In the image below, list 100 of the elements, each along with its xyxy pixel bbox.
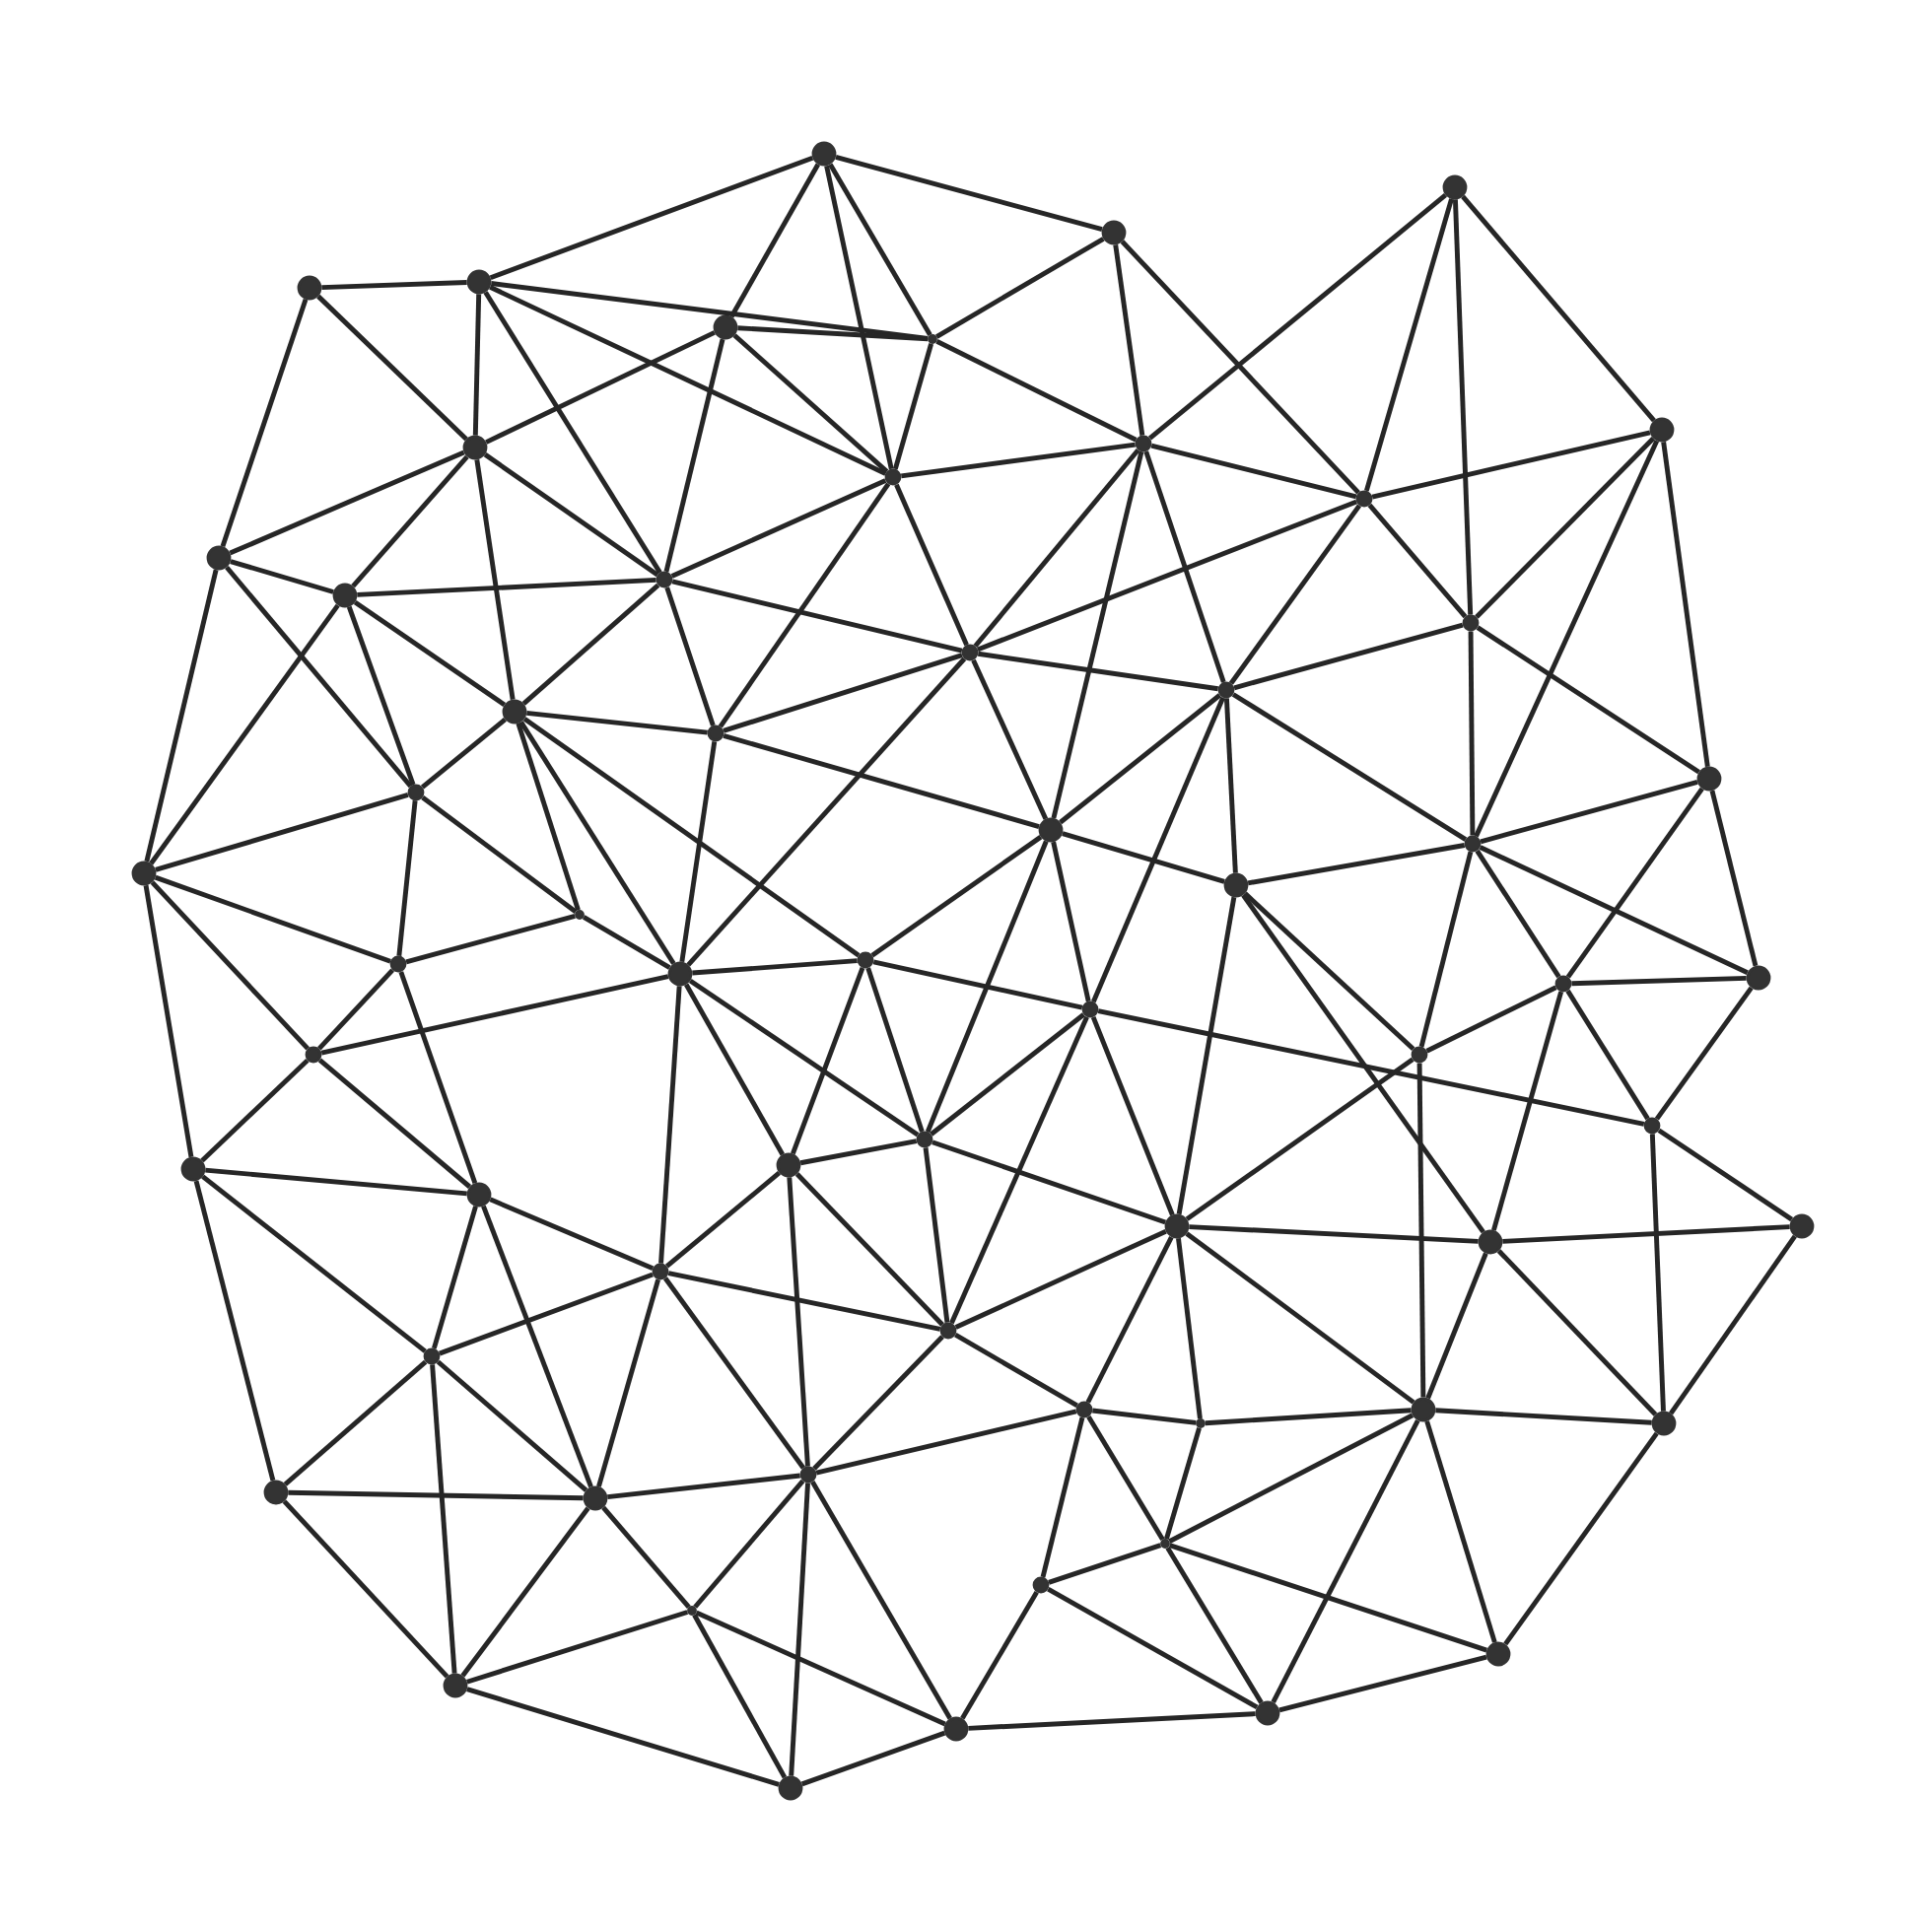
dot <box>776 1152 801 1178</box>
dot <box>1478 1229 1503 1255</box>
line <box>815 1409 1077 1476</box>
line <box>149 603 340 865</box>
line <box>229 449 465 556</box>
line <box>193 1180 276 1482</box>
line <box>1565 989 1650 1121</box>
dot <box>1696 766 1722 792</box>
line <box>1709 790 1759 967</box>
line <box>155 793 409 872</box>
dot <box>1075 1401 1093 1418</box>
line <box>684 983 785 1156</box>
line <box>1097 1008 1645 1127</box>
line <box>810 1481 952 1720</box>
line <box>420 717 507 790</box>
line <box>1475 437 1655 619</box>
line <box>596 1278 661 1487</box>
line <box>1468 631 1476 836</box>
line <box>205 1167 467 1197</box>
line <box>282 1499 449 1679</box>
dot <box>713 314 738 340</box>
dot <box>1442 174 1468 200</box>
dot <box>305 1046 322 1064</box>
line <box>954 1228 1167 1330</box>
dot <box>1355 490 1373 508</box>
line <box>1418 851 1474 1048</box>
line <box>481 1205 593 1488</box>
dot <box>1462 614 1480 632</box>
dot <box>131 861 157 886</box>
line <box>466 1610 689 1685</box>
line <box>977 651 1219 692</box>
line <box>1176 896 1237 1215</box>
line <box>1480 779 1698 845</box>
line <box>791 967 865 1155</box>
line <box>521 583 660 706</box>
line <box>220 299 309 547</box>
dot <box>811 141 837 167</box>
line <box>489 1197 655 1271</box>
line <box>1092 1408 1197 1425</box>
line <box>663 338 725 573</box>
dot <box>1217 681 1235 699</box>
line <box>1425 1252 1488 1400</box>
dot <box>462 435 488 460</box>
line <box>351 454 469 588</box>
dot <box>1164 1213 1190 1239</box>
line <box>1479 845 1749 975</box>
line <box>692 958 858 976</box>
line <box>872 959 1083 1010</box>
line <box>1476 625 1700 775</box>
line <box>1048 1543 1162 1585</box>
line <box>671 579 963 654</box>
line <box>1496 1249 1658 1416</box>
line <box>201 1174 427 1353</box>
dot <box>1746 965 1771 991</box>
line <box>432 1206 478 1349</box>
line <box>1565 787 1704 979</box>
line <box>737 325 929 342</box>
line <box>935 338 1138 443</box>
line <box>901 442 1136 479</box>
line <box>316 294 468 442</box>
line <box>688 978 920 1138</box>
line <box>824 165 894 470</box>
dot <box>778 1775 803 1801</box>
dot <box>407 784 425 801</box>
line <box>1091 696 1225 1003</box>
line <box>317 1058 472 1189</box>
line <box>288 1489 584 1501</box>
line <box>1165 1546 1264 1704</box>
line <box>718 482 891 728</box>
line <box>430 1364 457 1674</box>
line <box>692 1614 788 1779</box>
line <box>954 1333 1078 1408</box>
line <box>976 499 1358 653</box>
line <box>489 156 814 280</box>
line <box>1231 692 1468 842</box>
line <box>1047 1587 1259 1710</box>
line <box>1271 1418 1420 1704</box>
dot <box>916 1131 933 1148</box>
line <box>1176 1238 1203 1419</box>
line <box>439 1272 654 1356</box>
dot <box>1411 1046 1428 1064</box>
line <box>828 163 932 336</box>
line <box>1150 443 1357 500</box>
line <box>144 569 219 862</box>
line <box>1363 198 1454 492</box>
line <box>865 967 925 1133</box>
line <box>667 1271 941 1332</box>
line <box>472 294 482 436</box>
dot <box>1135 435 1152 452</box>
line <box>949 1015 1089 1325</box>
dot <box>1643 1117 1661 1135</box>
dot <box>799 1466 817 1484</box>
line <box>812 1335 944 1471</box>
dot <box>707 724 724 742</box>
line <box>1247 843 1466 886</box>
dot <box>857 951 874 969</box>
line <box>1205 1408 1412 1426</box>
line <box>799 1138 918 1166</box>
line <box>483 452 659 578</box>
line <box>1233 622 1464 691</box>
